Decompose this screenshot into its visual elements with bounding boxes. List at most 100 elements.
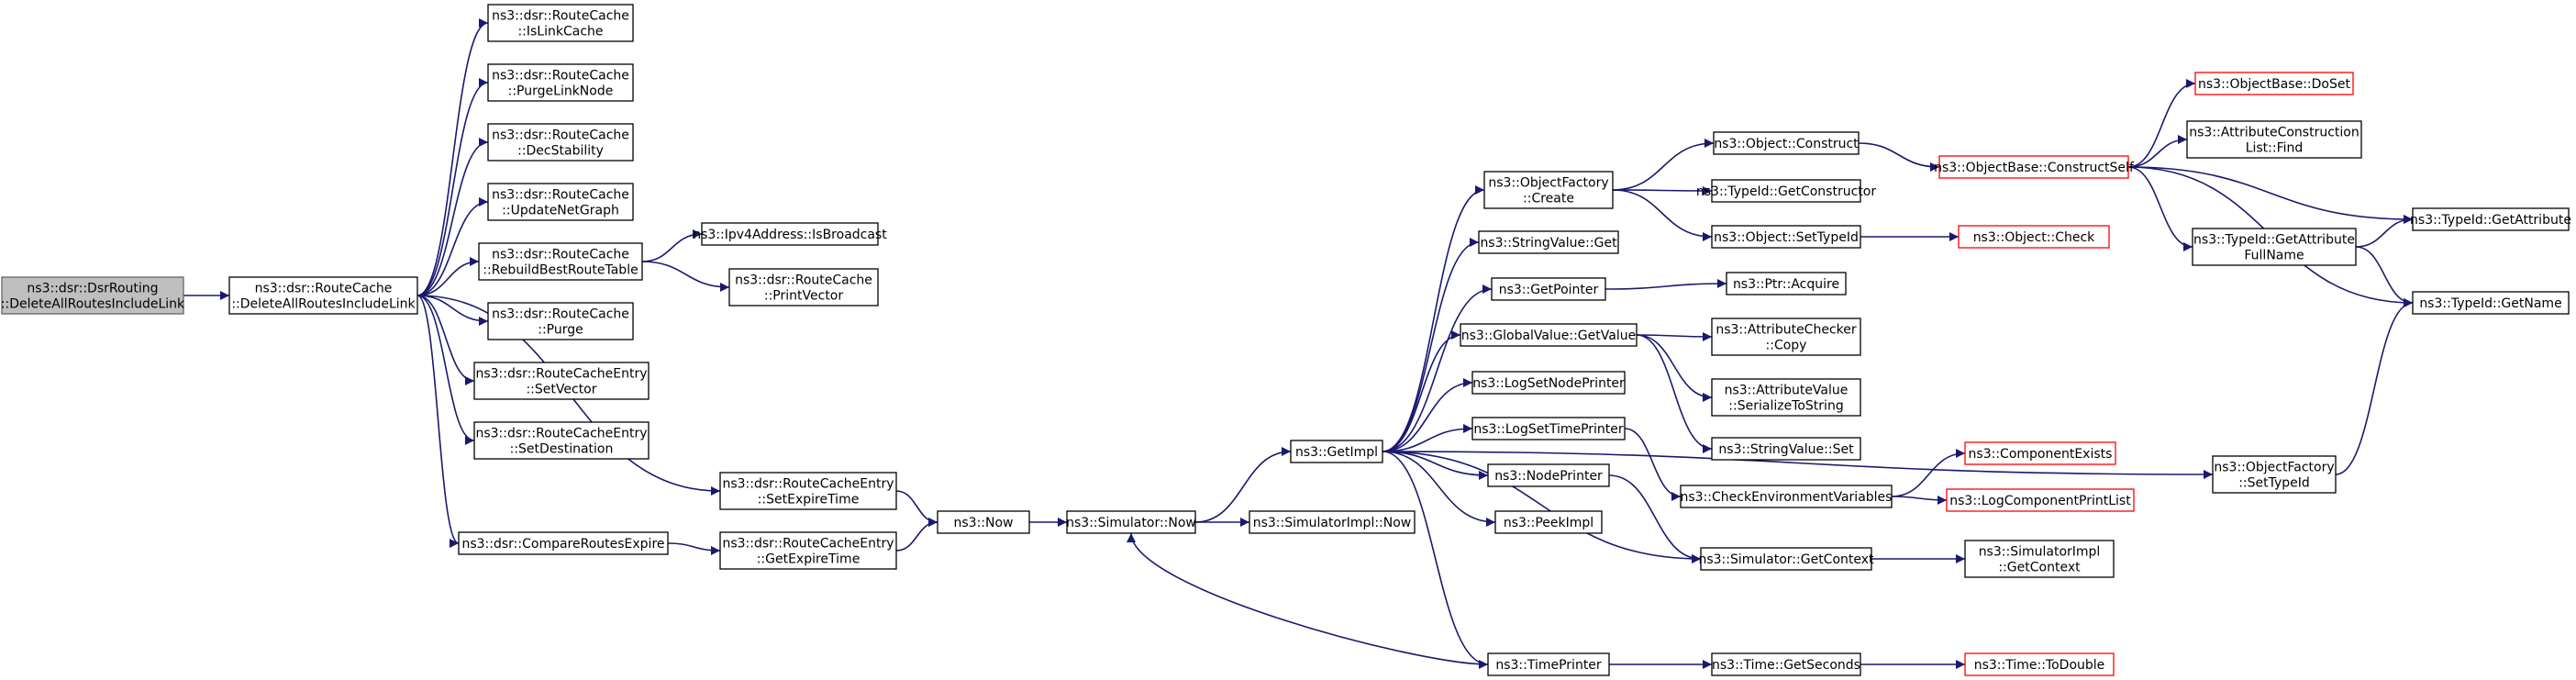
graph-node[interactable]: ns3::Ipv4Address::IsBroadcast	[693, 222, 887, 246]
graph-node[interactable]: ns3::Time::ToDouble	[1964, 652, 2115, 676]
graph-node[interactable]: ns3::TypeId::GetName	[2412, 291, 2570, 315]
graph-node[interactable]: ns3::AttributeChecker::Copy	[1711, 318, 1861, 356]
call-edge	[1891, 495, 1948, 505]
nodes-layer: ns3::dsr::DsrRouting::DeleteAllRoutesInc…	[1, 4, 2571, 676]
graph-node[interactable]: ns3::GetImpl	[1290, 440, 1383, 463]
graph-node[interactable]: ns3::ComponentExists	[1964, 441, 2116, 465]
node-label: ::GetExpireTime	[757, 552, 861, 567]
graph-node[interactable]: ns3::StringValue::Get	[1478, 230, 1619, 254]
node-box	[478, 242, 643, 281]
node-label: ns3::SimulatorImpl	[1979, 545, 2101, 560]
call-edge	[895, 490, 938, 527]
node-label: ns3::AttributeChecker	[1715, 323, 1857, 338]
graph-node[interactable]: ns3::dsr::RouteCacheEntry::SetDestinatio…	[473, 421, 650, 460]
call-edge	[2127, 79, 2196, 168]
graph-node[interactable]: ns3::dsr::DsrRouting::DeleteAllRoutesInc…	[1, 276, 185, 315]
graph-node[interactable]: ns3::dsr::RouteCache::Purge	[487, 302, 634, 340]
graph-node[interactable]: ns3::LogComponentPrintList	[1946, 488, 2135, 512]
call-edge	[1612, 185, 1713, 195]
node-box	[1066, 510, 1196, 534]
node-box	[1290, 440, 1383, 463]
node-box	[1711, 179, 1861, 203]
graph-node[interactable]: ns3::LogSetNodePrinter	[1471, 371, 1626, 395]
graph-node[interactable]: ns3::GetPointer	[1491, 277, 1606, 301]
graph-node[interactable]: ns3::GlobalValue::GetValue	[1460, 323, 1638, 347]
node-label: ns3::Object::Check	[1973, 230, 2095, 245]
graph-node[interactable]: ns3::PeekImpl	[1494, 510, 1603, 534]
graph-node[interactable]: ns3::dsr::RouteCache::IsLinkCache	[487, 4, 634, 42]
graph-node[interactable]: ns3::Ptr::Acquire	[1726, 272, 1847, 295]
graph-node[interactable]: ns3::CheckEnvironmentVariables	[1680, 485, 1893, 508]
node-label: ns3::dsr::RouteCache	[492, 307, 629, 322]
call-edge	[1382, 451, 1496, 527]
node-label: ns3::LogSetNodePrinter	[1472, 376, 1625, 391]
node-box	[719, 472, 897, 510]
graph-node[interactable]: ns3::NodePrinter	[1487, 463, 1610, 487]
graph-node[interactable]: ns3::dsr::RouteCacheEntry::GetExpireTime	[719, 531, 897, 570]
graph-node[interactable]: ns3::AttributeValue::SerializeToString	[1711, 378, 1861, 417]
node-box	[1, 276, 184, 315]
node-box	[701, 222, 879, 246]
call-edge	[1382, 185, 1485, 452]
call-edge	[2355, 246, 2414, 307]
node-label: ::DeleteAllRoutesIncludeLink	[1, 297, 185, 312]
graph-node[interactable]: ns3::dsr::RouteCache::PurgeLinkNode	[487, 63, 634, 102]
node-label: ns3::LogComponentPrintList	[1949, 494, 2131, 508]
graph-node[interactable]: ns3::dsr::RouteCache::DecStability	[487, 123, 634, 162]
node-box	[1680, 485, 1893, 508]
graph-node[interactable]: ns3::Now	[937, 510, 1030, 534]
graph-node[interactable]: ns3::ObjectFactory::Create	[1483, 171, 1614, 209]
graph-node[interactable]: ns3::TypeId::GetAttribute	[2410, 207, 2571, 231]
graph-node[interactable]: ns3::dsr::RouteCacheEntry::SetExpireTime	[719, 472, 897, 510]
call-edge	[2127, 135, 2188, 168]
call-edge	[2127, 166, 2414, 224]
graph-node[interactable]: ns3::Time::GetSeconds	[1711, 652, 1861, 676]
node-box	[228, 276, 418, 315]
graph-node[interactable]: ns3::ObjectBase::DoSet	[2194, 72, 2354, 95]
call-edge	[1382, 284, 1493, 452]
node-box	[719, 531, 897, 570]
graph-node[interactable]: ns3::dsr::RouteCache::DeleteAllRoutesInc…	[228, 276, 418, 315]
node-box	[1471, 371, 1626, 395]
graph-node[interactable]: ns3::dsr::RouteCache::RebuildBestRouteTa…	[478, 242, 643, 281]
call-edge	[895, 518, 938, 552]
node-label: ns3::StringValue::Set	[1718, 442, 1854, 457]
graph-node[interactable]: ns3::LogSetTimePrinter	[1471, 417, 1626, 440]
graph-node[interactable]: ns3::Object::SetTypeId	[1711, 225, 1861, 249]
graph-node[interactable]: ns3::StringValue::Set	[1711, 437, 1861, 461]
graph-node[interactable]: ns3::dsr::RouteCache::UpdateNetGraph	[487, 183, 634, 221]
node-label: ns3::Time::ToDouble	[1974, 658, 2105, 673]
graph-node[interactable]: ns3::SimulatorImpl::Now	[1249, 510, 1416, 534]
node-label: ns3::Time::GetSeconds	[1712, 658, 1860, 673]
call-edge	[1382, 451, 1489, 669]
node-label: ns3::dsr::RouteCache	[492, 248, 629, 262]
graph-node[interactable]: ns3::TypeId::GetConstructor	[1696, 179, 1876, 203]
graph-node[interactable]: ns3::TimePrinter	[1487, 652, 1610, 676]
node-label: ns3::GlobalValue::GetValue	[1461, 329, 1636, 343]
node-label: ns3::TypeId::GetAttribute	[2193, 233, 2355, 248]
graph-node[interactable]: ns3::Object::Construct	[1713, 131, 1860, 155]
graph-node[interactable]: ns3::Simulator::Now	[1066, 510, 1196, 534]
call-edge	[416, 295, 460, 548]
graph-node[interactable]: ns3::dsr::RouteCacheEntry::SetVector	[473, 362, 650, 400]
call-edge	[416, 197, 489, 296]
graph-node[interactable]: ns3::ObjectBase::ConstructSelf	[1934, 155, 2135, 179]
node-box	[487, 4, 634, 42]
node-box	[1711, 225, 1861, 249]
graph-node[interactable]: ns3::dsr::CompareRoutesExpire	[458, 531, 669, 555]
node-box	[1491, 277, 1606, 301]
node-label: ::PrintVector	[764, 289, 843, 304]
call-edge	[1194, 447, 1292, 523]
graph-node[interactable]: ns3::Simulator::GetContext	[1698, 547, 1874, 571]
node-box	[2194, 72, 2354, 95]
node-box	[2412, 291, 2570, 315]
graph-node[interactable]: ns3::dsr::RouteCache::PrintVector	[728, 268, 879, 307]
graph-node[interactable]: ns3::ObjectFactory::SetTypeId	[2212, 455, 2337, 494]
call-edge	[1612, 189, 1713, 241]
node-box	[1700, 547, 1872, 571]
graph-node[interactable]: ns3::Object::Check	[1958, 225, 2110, 249]
graph-node[interactable]: ns3::SimulatorImpl::GetContext	[1964, 540, 2115, 578]
node-label: ::DecStability	[517, 144, 604, 159]
